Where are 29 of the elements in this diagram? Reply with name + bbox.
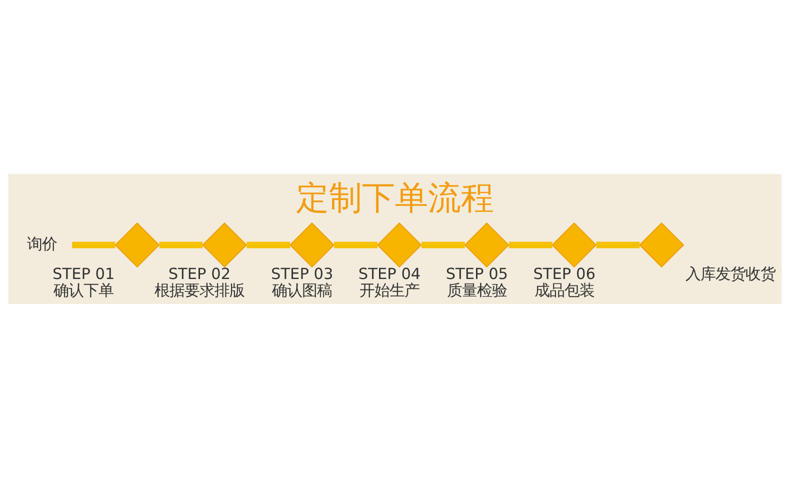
node-diamond xyxy=(289,222,335,268)
connector xyxy=(246,242,290,248)
node-diamond xyxy=(376,222,422,268)
node-text: 询价 xyxy=(27,235,58,254)
node-label: 开始生产 xyxy=(360,281,420,300)
node-diamond xyxy=(202,222,248,268)
connector xyxy=(334,242,378,248)
diagram-title: 定制下单流程 xyxy=(296,178,494,217)
node-label: 质量检验 xyxy=(446,281,507,300)
node-label: STEP 03 xyxy=(271,265,334,284)
node-label: 入库发货收货 xyxy=(685,265,776,284)
node-diamond xyxy=(638,222,684,268)
node-label: 成品包装 xyxy=(534,281,594,300)
node-diamond xyxy=(114,222,160,268)
connector xyxy=(159,242,203,248)
connector xyxy=(596,242,640,248)
node-label: STEP 02 xyxy=(168,265,231,284)
node-label: 确认下单 xyxy=(54,281,114,300)
node-label: 根据要求排版 xyxy=(154,281,244,300)
connector xyxy=(72,242,116,248)
node-label: STEP 01 xyxy=(52,265,115,284)
node-diamond xyxy=(464,222,510,268)
node-diamond xyxy=(552,222,597,268)
node-label: STEP 06 xyxy=(533,265,596,284)
node-label: STEP 04 xyxy=(358,265,421,284)
connector xyxy=(422,242,465,248)
connector xyxy=(508,242,552,248)
node-label: STEP 05 xyxy=(446,265,508,284)
node-label: 确认图稿 xyxy=(272,281,332,300)
